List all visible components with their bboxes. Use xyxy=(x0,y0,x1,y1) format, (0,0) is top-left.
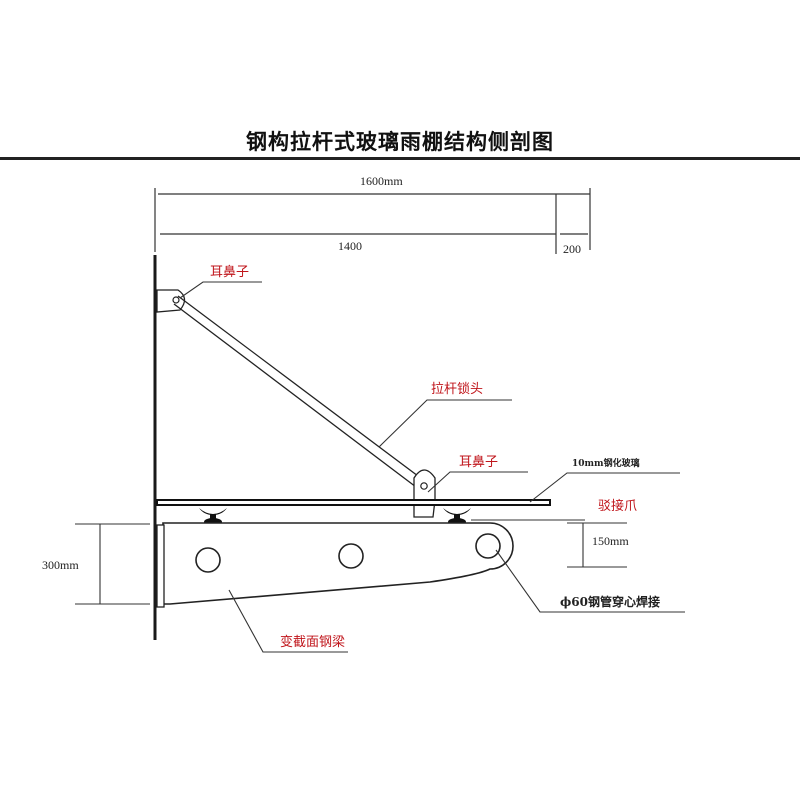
title-underline xyxy=(0,157,800,160)
label-ear-top: 耳鼻子 xyxy=(210,264,249,280)
dim-tip-height-text: 150mm xyxy=(592,534,629,548)
dim-overall-text: 1600mm xyxy=(360,174,403,188)
leader-ear-top xyxy=(179,281,262,299)
ear-lug-bottom xyxy=(413,469,436,518)
leader-ear-bottom xyxy=(427,471,528,493)
label-spider: 驳接爪 xyxy=(598,498,637,514)
label-beam: 变截面钢梁 xyxy=(280,634,345,650)
pipe-hole-3 xyxy=(475,533,501,559)
bottom-band xyxy=(0,680,800,800)
beam-end-plate xyxy=(156,524,165,608)
label-glass: 10mm钢化玻璃 xyxy=(572,457,640,469)
glass-pane xyxy=(156,499,551,506)
leader-rod-lock xyxy=(378,399,512,448)
label-pipe: ϕ60钢管穿心焊接 xyxy=(560,594,660,609)
dimension-lines xyxy=(154,188,591,254)
leader-glass xyxy=(529,472,680,503)
dim-beam-height xyxy=(75,523,150,605)
leader-pipe xyxy=(495,549,685,613)
tie-rod-edge-1 xyxy=(177,295,427,483)
label-rod-lock: 拉杆锁头 xyxy=(431,381,483,397)
ear-lug-bottom-hole xyxy=(420,482,428,490)
leader-beam xyxy=(228,589,348,653)
dim-tip-height xyxy=(567,522,627,568)
dim-span-text: 1400 xyxy=(338,239,362,253)
tie-rod-edge-2 xyxy=(173,303,421,491)
diagram-title: 钢构拉杆式玻璃雨棚结构侧剖图 xyxy=(246,129,554,154)
label-ear-bottom: 耳鼻子 xyxy=(459,454,498,470)
leader-lines xyxy=(179,281,685,653)
dim-overhang-text: 200 xyxy=(563,242,581,256)
dim-beam-height-text: 300mm xyxy=(42,558,79,572)
ear-lug-top-hole xyxy=(172,296,180,304)
top-band xyxy=(0,0,800,118)
pipe-hole-1 xyxy=(195,547,221,573)
pipe-hole-2 xyxy=(338,543,364,569)
tapered-steel-beam xyxy=(162,522,514,605)
